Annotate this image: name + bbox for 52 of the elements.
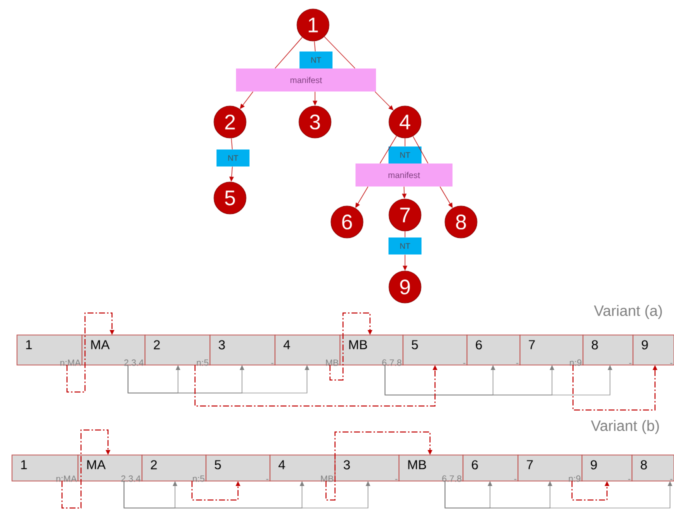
record-cell: 9 -: [632, 334, 674, 366]
record-cell: 3 -: [210, 334, 276, 366]
tag-box: NT: [388, 146, 422, 164]
link-arrow: [326, 432, 432, 500]
record-cell: 2 n:5: [144, 334, 210, 366]
record-cell: 7 n:9: [520, 334, 584, 366]
record-cell: 1 n:MA: [16, 334, 82, 366]
record-cell: 5 -: [206, 454, 270, 482]
link-arrow: [194, 364, 438, 406]
link-arrow: [572, 364, 658, 410]
connector-line: [314, 40, 316, 52]
record-cell: 6 -: [462, 454, 518, 482]
record-cell: MB 6.7.8: [398, 454, 464, 482]
tag-box: NT: [388, 238, 422, 254]
connector-line: [404, 138, 406, 147]
link-arrow: [572, 480, 610, 500]
arrow: [355, 186, 368, 208]
record-cell: 4 MB: [274, 334, 340, 366]
connector-line: [324, 36, 356, 69]
record-cell: 3 -: [334, 454, 400, 482]
connector-line: [412, 136, 428, 164]
record-cell: 7 n:9: [518, 454, 582, 482]
pointer-arrow: [444, 480, 672, 508]
record-cell: MA 2.3.4: [78, 454, 142, 482]
connector-line: [274, 36, 303, 69]
manifest-bar: manifest: [356, 164, 452, 186]
pointer-arrow: [128, 364, 310, 394]
record-cell: 5 -: [402, 334, 468, 366]
record-cell: 9 -: [582, 454, 632, 482]
record-cell: 6 -: [466, 334, 520, 366]
record-cell: 8 -: [632, 454, 674, 482]
manifest-bar: manifest: [236, 68, 376, 92]
record-cell: 4 MB: [270, 454, 336, 482]
tag-box: NT: [216, 150, 250, 166]
link-arrow: [192, 480, 240, 500]
link-arrow: [62, 430, 110, 508]
variant-label: Variant (a): [594, 305, 662, 319]
connector-line: [231, 138, 233, 150]
record-cell: MA 2.3.4: [82, 334, 146, 366]
record-cell: 1 n:MA: [12, 454, 78, 482]
record-cell: 8 -: [582, 334, 634, 366]
link-arrow: [66, 312, 114, 392]
link-arrow: [330, 312, 372, 380]
pointer-arrow: [384, 364, 612, 396]
connector-line: [380, 136, 397, 164]
record-cell: 2 n:5: [142, 454, 206, 482]
arrow: [440, 186, 453, 208]
variant-label: Variant (b): [590, 420, 659, 434]
record-cell: MB 6.7.8: [340, 334, 404, 366]
tag-box: NT: [300, 52, 332, 68]
pointer-arrow: [124, 480, 370, 508]
connector-line: [404, 231, 406, 238]
